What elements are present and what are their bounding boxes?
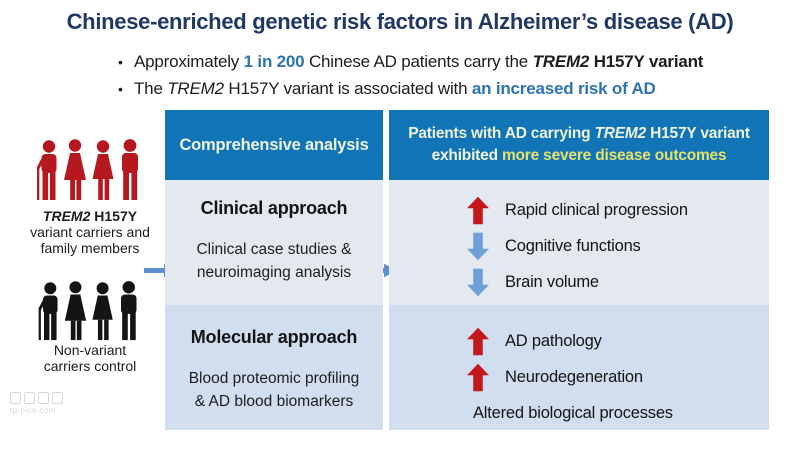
molecular-outcomes-panel: AD pathology Neurodegeneration Altered b…	[389, 305, 769, 430]
watermark-glyphs	[10, 392, 63, 404]
outcome-label: Rapid clinical progression	[505, 200, 688, 219]
outcome-row: Cognitive functions	[389, 228, 769, 264]
outcome-row: AD pathology	[389, 323, 769, 359]
carriers-caption-line2: variant carriers and	[30, 224, 150, 240]
variant-carriers-people-icon	[34, 138, 146, 202]
down-arrow-icon	[467, 232, 489, 260]
molecular-approach-title: Molecular approach	[190, 327, 358, 347]
outcomes-header-line2: exhibited more severe disease outcomes	[431, 147, 727, 164]
up-arrow-icon	[467, 196, 489, 224]
control-caption: Non-variant carriers control	[10, 342, 170, 374]
outcome-row: Altered biological processes	[389, 395, 769, 431]
outcome-row: Rapid clinical progression	[389, 192, 769, 228]
bullet-text: The TREM2 H157Y variant is associated wi…	[134, 79, 656, 98]
bullet-marker: •	[118, 81, 123, 97]
outcome-row: Brain volume	[389, 264, 769, 300]
watermark-text: tp-pics-com	[10, 406, 56, 415]
bullet-marker: •	[118, 54, 123, 70]
molecular-approach-panel: Molecular approach Blood proteomic profi…	[165, 305, 383, 430]
bullet-point-1: • Approximately 1 in 200 Chinese AD pati…	[118, 52, 703, 79]
carriers-caption: TREM2 H157Y variant carriers and family …	[10, 208, 170, 256]
bullet-point-2: • The TREM2 H157Y variant is associated …	[118, 79, 703, 106]
outcome-label: Altered biological processes	[473, 403, 673, 422]
outcome-label: AD pathology	[505, 331, 602, 350]
outcome-row: Neurodegeneration	[389, 359, 769, 395]
control-caption-line2: carriers control	[43, 358, 137, 374]
down-arrow-icon	[467, 268, 489, 296]
outcome-label: Cognitive functions	[505, 236, 641, 255]
key-points: • Approximately 1 in 200 Chinese AD pati…	[118, 52, 703, 106]
control-people-icon	[34, 280, 146, 342]
control-caption-line1: Non-variant	[53, 342, 127, 358]
carriers-caption-line3: family members	[40, 240, 140, 256]
clinical-outcomes-panel: Rapid clinical progression Cognitive fun…	[389, 180, 769, 305]
study-cohorts-column: TREM2 H157Y variant carriers and family …	[10, 138, 170, 415]
molecular-approach-body: Blood proteomic profiling & AD blood bio…	[188, 370, 360, 410]
up-arrow-icon	[467, 327, 489, 355]
up-arrow-icon	[467, 363, 489, 391]
outcome-label: Neurodegeneration	[505, 367, 643, 386]
outcome-label: Brain volume	[505, 272, 599, 291]
page-title: Chinese-enriched genetic risk factors in…	[66, 9, 734, 34]
carriers-caption-line1: TREM2 H157Y	[42, 208, 138, 224]
clinical-approach-title: Clinical approach	[200, 198, 348, 218]
watermark: tp-pics-com	[10, 392, 63, 415]
bullet-text: Approximately 1 in 200 Chinese AD patien…	[134, 52, 704, 71]
clinical-approach-panel: Clinical approach Clinical case studies …	[165, 180, 383, 305]
outcomes-column-header: Patients with AD carrying TREM2 H157Y va…	[389, 110, 769, 180]
analysis-column-header: Comprehensive analysis	[165, 110, 383, 180]
clinical-approach-body: Clinical case studies & neuroimaging ana…	[196, 241, 352, 281]
outcomes-header-line1: Patients with AD carrying TREM2 H157Y va…	[408, 125, 750, 142]
